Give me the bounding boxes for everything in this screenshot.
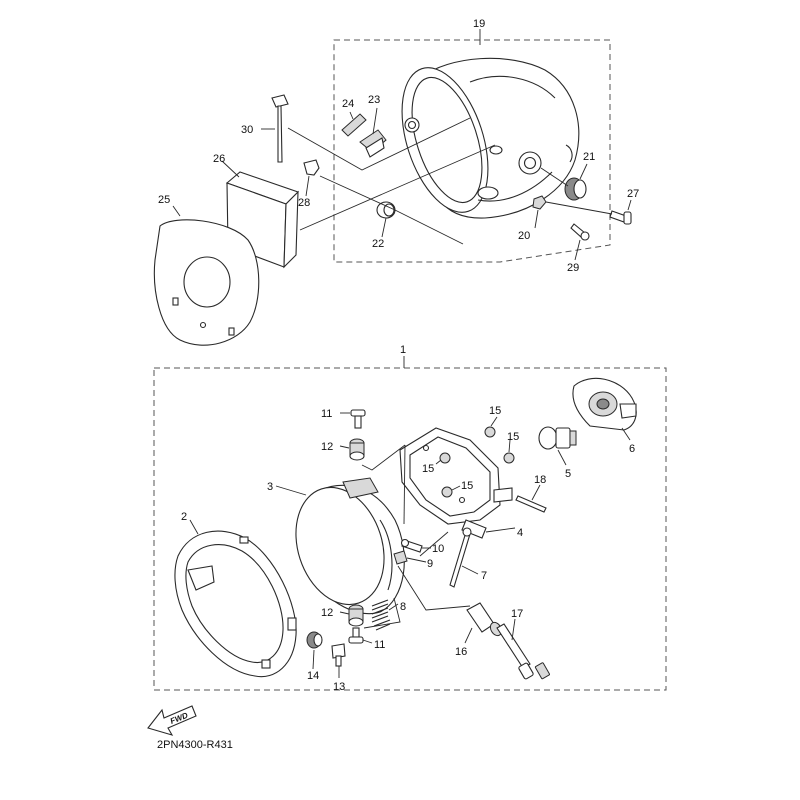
headlight-housing: [401, 57, 580, 219]
bracket-23: [359, 129, 387, 158]
callout-23: 23: [368, 94, 380, 106]
callout-16: 16: [455, 646, 467, 658]
callout-27: 27: [627, 188, 639, 200]
callout-14: 14: [307, 670, 319, 682]
callout-1: 1: [400, 344, 406, 356]
screw-15-c: [439, 452, 451, 464]
bolt-29: [570, 223, 590, 241]
document-code: 2PN4300-R431: [157, 739, 233, 751]
callout-29: 29: [567, 262, 579, 274]
headlight-lens-unit-3: [295, 477, 405, 615]
callout-18: 18: [534, 474, 546, 486]
callout-30: 30: [241, 124, 253, 136]
callout-15-b: 15: [507, 431, 519, 443]
callout-12-top: 12: [321, 441, 333, 453]
callout-12-bottom: 12: [321, 607, 333, 619]
spring-8: [371, 599, 391, 631]
callout-9: 9: [427, 558, 433, 570]
callout-7: 7: [481, 570, 487, 582]
callout-24: 24: [342, 98, 354, 110]
callout-25: 25: [158, 194, 170, 206]
socket-16: [466, 602, 503, 637]
plate-24: [341, 113, 367, 137]
callout-28: 28: [298, 197, 310, 209]
callout-26: 26: [213, 153, 225, 165]
callout-2: 2: [181, 511, 187, 523]
callout-6: 6: [629, 443, 635, 455]
reflector-bracket-4: [399, 427, 513, 539]
callout-20: 20: [518, 230, 530, 242]
grommet-12-top: [349, 438, 365, 461]
bulb-5: [538, 426, 577, 450]
clip-28: [303, 159, 320, 176]
callout-15-a: 15: [489, 405, 501, 417]
bolt-27: [609, 210, 632, 225]
cover-disc-25: [153, 219, 260, 346]
upper-leader-lines: [172, 29, 632, 261]
socket-cover-6: [572, 377, 637, 431]
screw-15-d: [441, 486, 453, 498]
grommet-12-bottom: [348, 604, 364, 627]
callout-4: 4: [517, 527, 523, 539]
cable-tie-30: [271, 94, 289, 163]
grommet-14: [306, 631, 323, 649]
screw-13: [331, 643, 346, 667]
screw-11-top: [350, 409, 366, 429]
pin-18: [515, 495, 547, 513]
adjusting-screw-7: [449, 527, 472, 588]
callout-15-d: 15: [461, 480, 473, 492]
callout-3: 3: [267, 481, 273, 493]
screw-15-b: [503, 452, 515, 464]
nut-9: [393, 550, 408, 565]
grommet-22: [376, 201, 396, 219]
fwd-arrow-icon: FWD: [147, 705, 197, 736]
callout-22: 22: [372, 238, 384, 250]
callout-13: 13: [333, 681, 345, 693]
callout-15-c: 15: [422, 463, 434, 475]
housing-group-boundary: [333, 39, 611, 263]
screw-11-bottom: [348, 627, 364, 644]
nut-20: [532, 195, 547, 210]
callout-11-bottom: 11: [374, 639, 385, 651]
lower-leader-lines: [189, 412, 631, 678]
callout-10: 10: [432, 543, 444, 555]
spacer-block-26: [225, 171, 300, 269]
headlight-assembly-boundary: [153, 367, 667, 691]
harness-17: [496, 623, 550, 680]
callout-17: 17: [511, 608, 523, 620]
grommet-21: [564, 177, 587, 201]
screw-15-a: [484, 426, 496, 438]
headlight-rim-2: [174, 530, 297, 678]
callout-19: 19: [473, 18, 485, 30]
callout-8: 8: [400, 601, 406, 613]
callout-11-top: 11: [321, 408, 332, 420]
callout-21: 21: [583, 151, 595, 163]
callout-5: 5: [565, 468, 571, 480]
screw-10: [400, 538, 423, 553]
